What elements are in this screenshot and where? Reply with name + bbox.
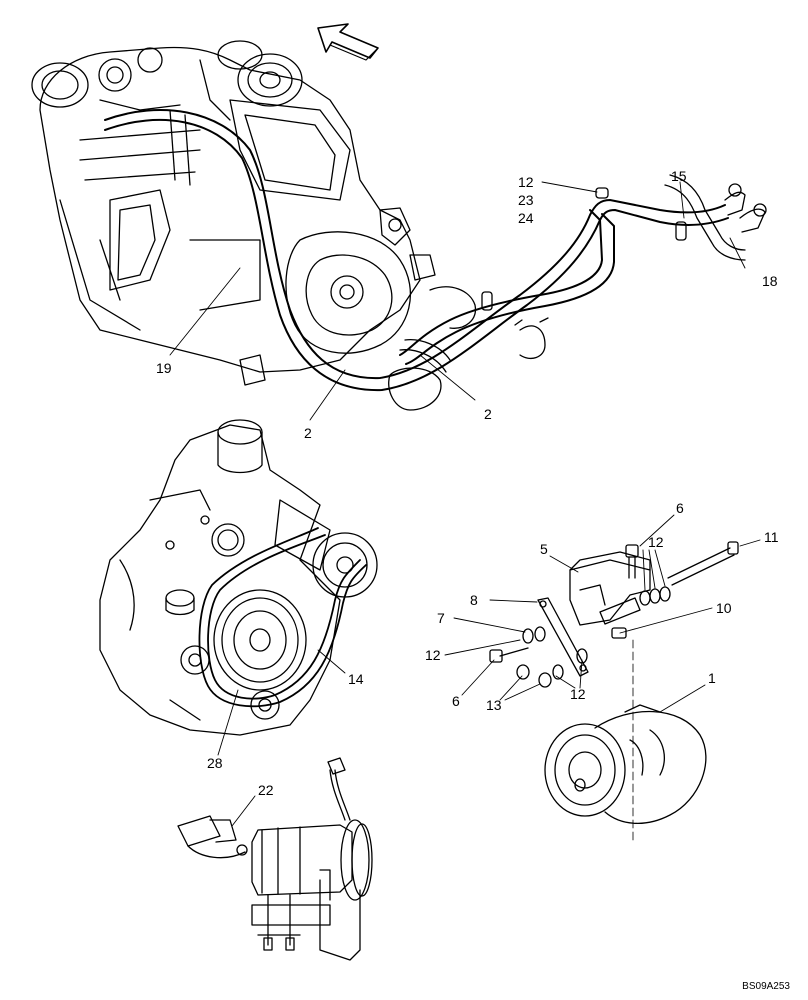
compressor-bracket-exploded <box>489 541 739 841</box>
callout-10: 10 <box>716 600 732 616</box>
engine-top-view <box>31 40 442 411</box>
callout-6-bottom: 6 <box>452 693 460 709</box>
callout-2-right: 2 <box>484 406 492 422</box>
callout-14: 14 <box>348 671 364 687</box>
document-id: BS09A253 <box>742 981 790 992</box>
ac-hose-assembly <box>104 109 767 392</box>
callout-1: 1 <box>708 670 716 686</box>
callout-19: 19 <box>156 360 172 376</box>
callout-12-top: 12 <box>518 174 534 190</box>
leader-lines-middle <box>217 649 346 756</box>
leader-lines-exploded <box>444 514 761 713</box>
arrow-up-left-icon <box>317 23 379 61</box>
callout-8: 8 <box>470 592 478 608</box>
callout-15: 15 <box>671 168 687 184</box>
engine-belt-view <box>99 419 378 736</box>
callout-24: 24 <box>518 210 534 226</box>
callout-7: 7 <box>437 610 445 626</box>
callout-22: 22 <box>258 782 274 798</box>
compressor-side-view <box>177 757 373 961</box>
callout-18: 18 <box>762 273 778 289</box>
leader-lines-bottom <box>231 795 256 827</box>
callout-13: 13 <box>486 697 502 713</box>
callout-6-top: 6 <box>676 500 684 516</box>
callout-2-left: 2 <box>304 425 312 441</box>
leader-lines-top <box>169 181 746 421</box>
callout-12-left: 12 <box>425 647 441 663</box>
callout-23: 23 <box>518 192 534 208</box>
callout-12-bottom: 12 <box>570 686 586 702</box>
callout-12-right: 12 <box>648 534 664 550</box>
callout-11: 11 <box>764 529 779 545</box>
callout-5: 5 <box>540 541 548 557</box>
callout-28: 28 <box>207 755 223 771</box>
